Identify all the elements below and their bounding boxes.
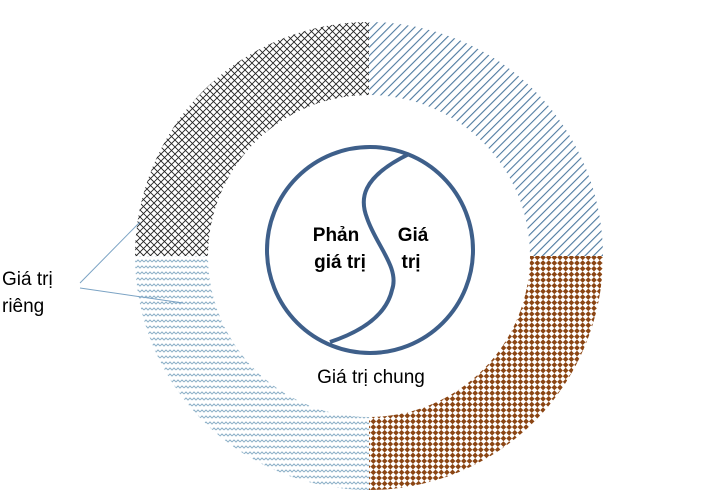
leader-line-upper [79, 221, 141, 284]
inner-right-line1: Giá [398, 225, 429, 246]
inner-divider-curve [329, 152, 410, 344]
leader-line-lower [79, 287, 184, 304]
bottom-label: Giá trị chung [317, 367, 425, 388]
ring-segment-1 [369, 22, 603, 256]
inner-left-line2: giá trị [314, 252, 366, 273]
outer-label-line1: Giá trị [2, 269, 53, 290]
ring-segment-4 [135, 22, 369, 256]
ring-segment-2 [369, 256, 603, 490]
inner-left-line1: Phản [313, 225, 359, 246]
ring-segment-3 [135, 256, 369, 490]
inner-right-line2: trị [402, 252, 421, 273]
donut-ring [135, 22, 603, 490]
inner-circle [265, 145, 475, 355]
outer-label-line2: riêng [2, 296, 44, 317]
